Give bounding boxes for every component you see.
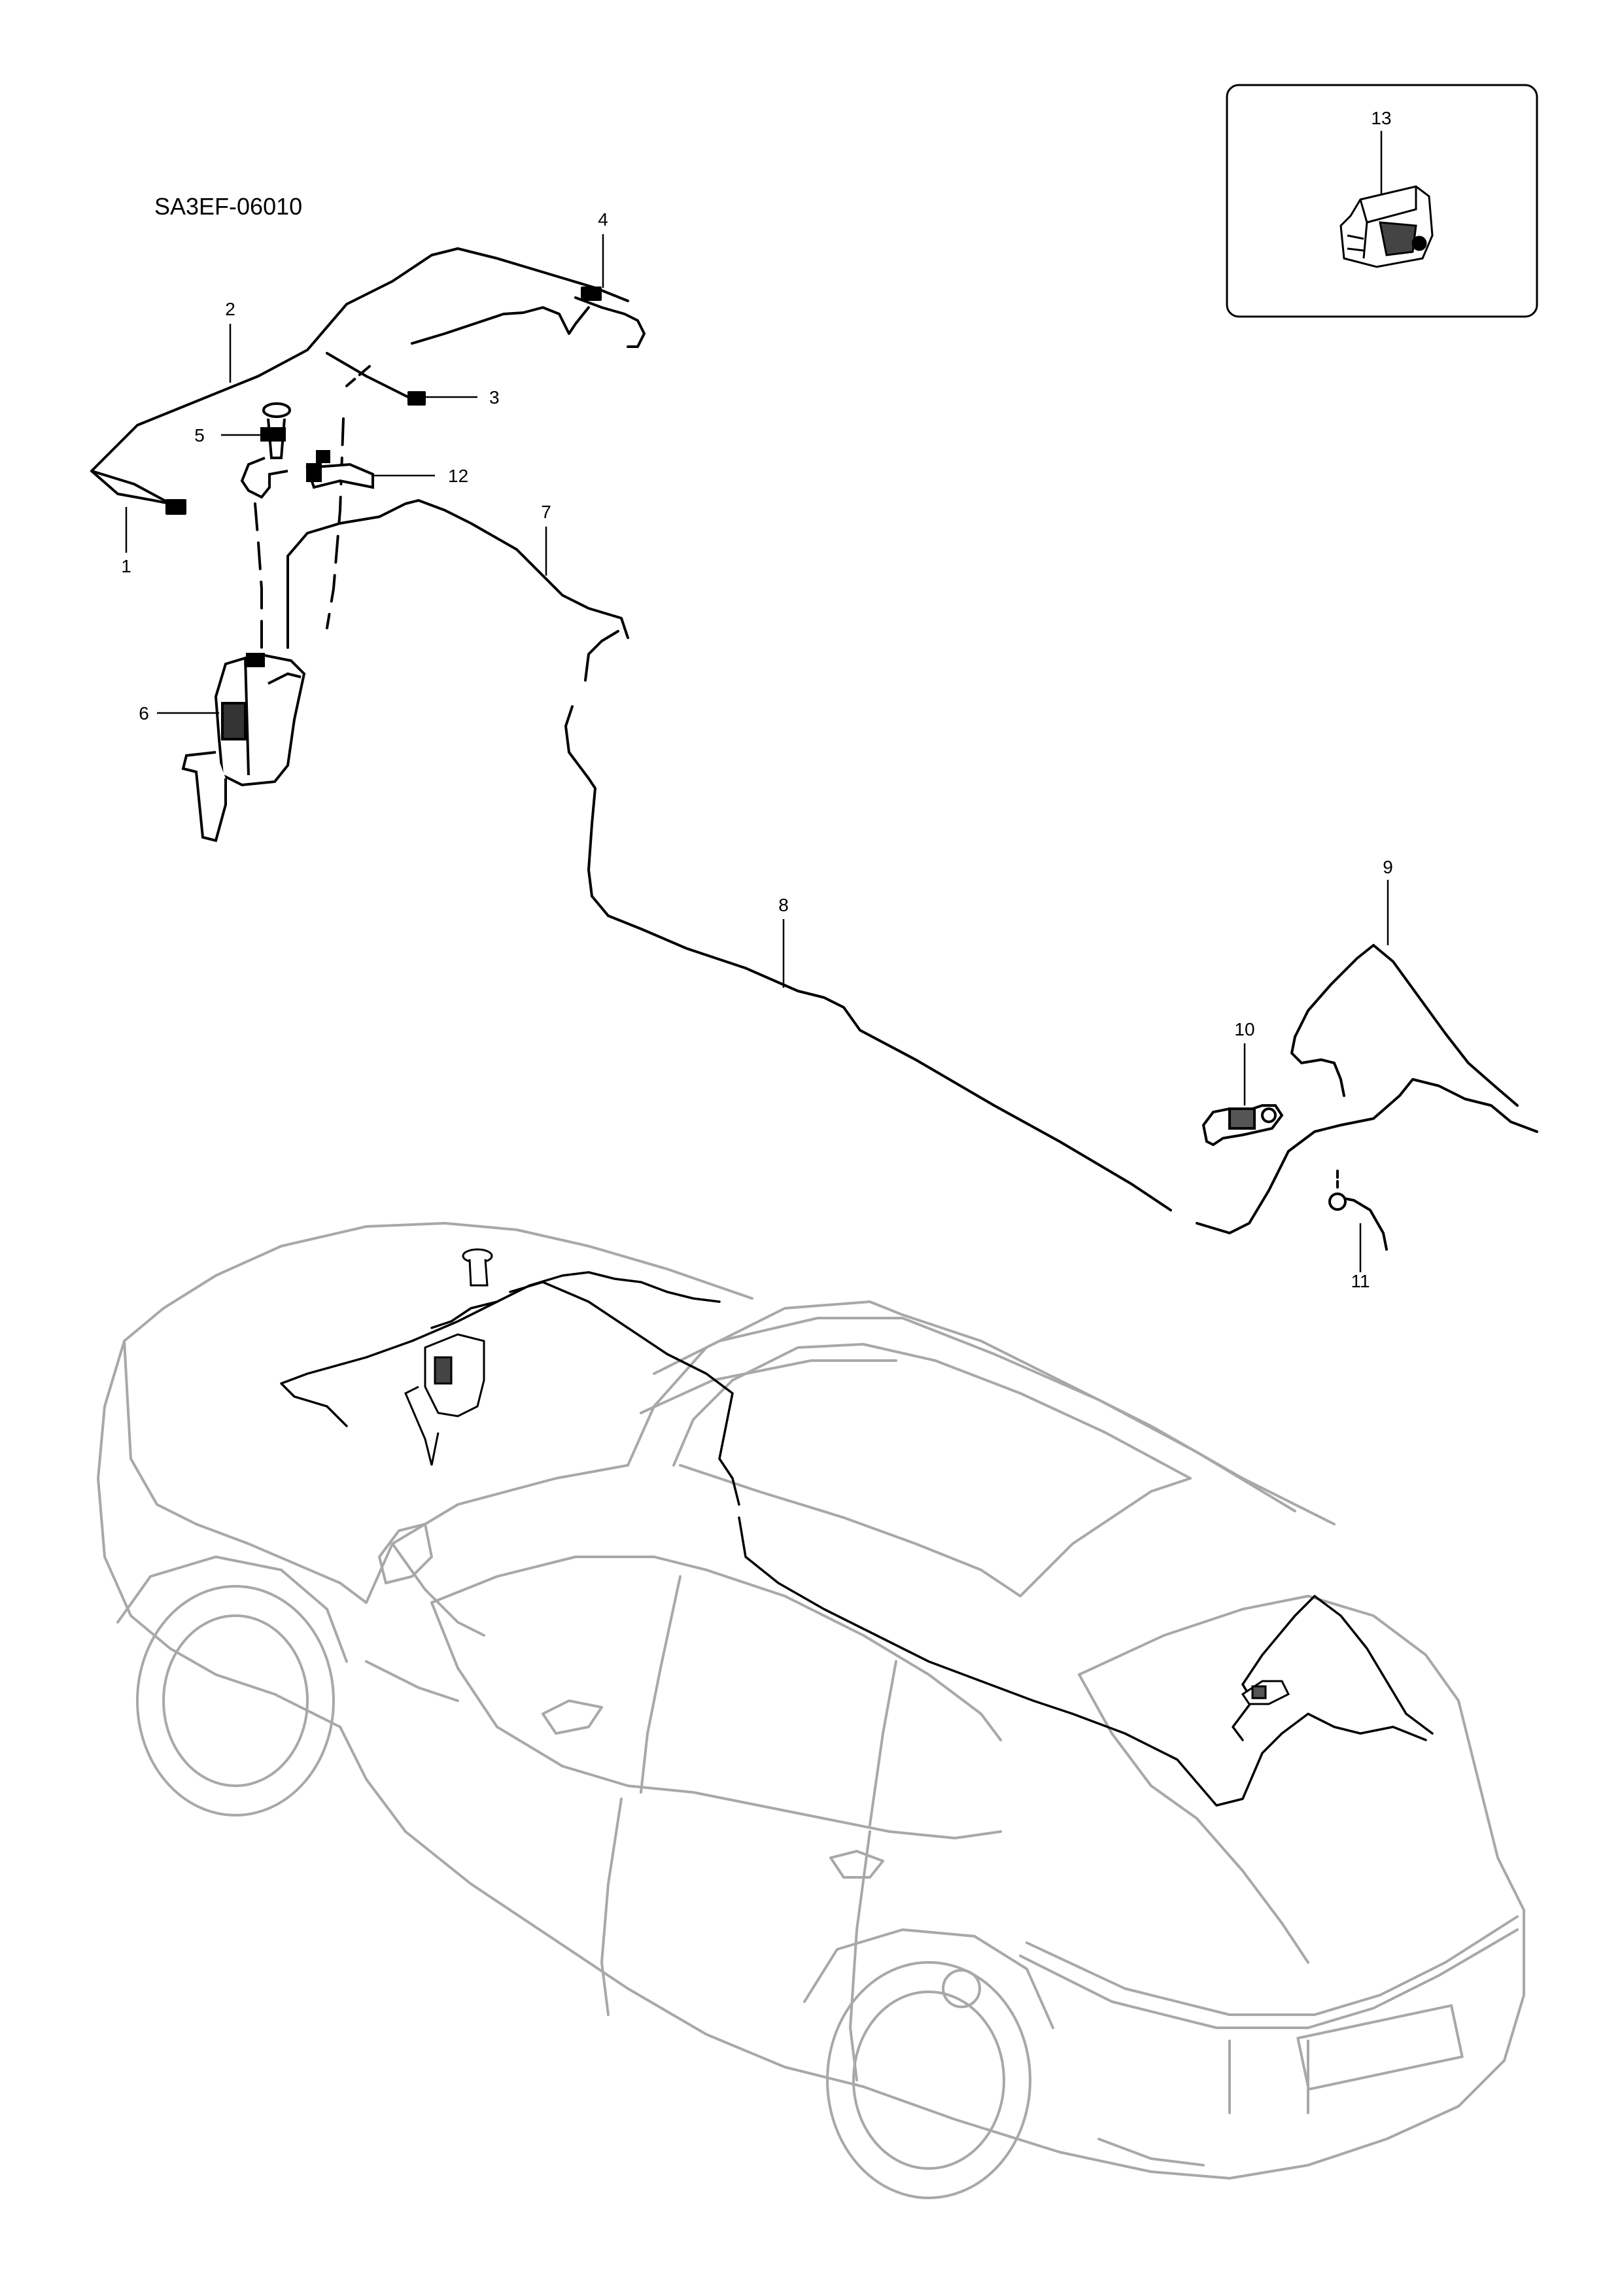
part-6-washer-reservoir	[181, 652, 306, 843]
callout-3-number: 3	[489, 387, 500, 408]
part-12-bracket	[305, 450, 374, 489]
callout-5-number: 5	[194, 425, 205, 445]
callout-10-number: 10	[1234, 1019, 1254, 1039]
part-3-hose	[326, 352, 413, 400]
callout-2-number: 2	[225, 299, 235, 319]
vehicle-outline	[98, 1223, 1524, 2198]
callout-9-number: 9	[1383, 857, 1393, 877]
washer-hose-assembly	[90, 247, 1538, 1251]
callout-6-number: 6	[139, 703, 149, 723]
vehicle-mounted-parts	[404, 1248, 1290, 1705]
part-2-hose	[90, 247, 629, 508]
callout-11-number: 11	[1351, 1271, 1370, 1291]
callout-7-number: 7	[541, 502, 551, 522]
part-8-hose	[584, 630, 619, 682]
part-9-hose	[1294, 944, 1519, 1107]
callout-4-number: 4	[598, 209, 608, 230]
callout-leaders	[125, 234, 1389, 1272]
part-7-hose	[286, 499, 629, 649]
part-5-filler-neck	[240, 402, 291, 499]
inset-box-part-13: 13	[1226, 84, 1538, 318]
part-10-nozzle	[1201, 1104, 1284, 1147]
callout-8-number: 8	[778, 895, 789, 915]
part-11-hose	[1336, 1196, 1388, 1251]
callout-12-number: 12	[448, 466, 468, 486]
part-1-connector	[90, 470, 171, 505]
part-13-clip-icon	[1339, 185, 1434, 268]
callout-13-number: 13	[1371, 108, 1391, 128]
part-4-hose	[411, 306, 590, 345]
vehicle-hose-routing	[280, 1271, 1434, 1807]
diagram-id-label: SA3EF-06010	[154, 193, 302, 220]
callout-1-number: 1	[121, 556, 131, 576]
